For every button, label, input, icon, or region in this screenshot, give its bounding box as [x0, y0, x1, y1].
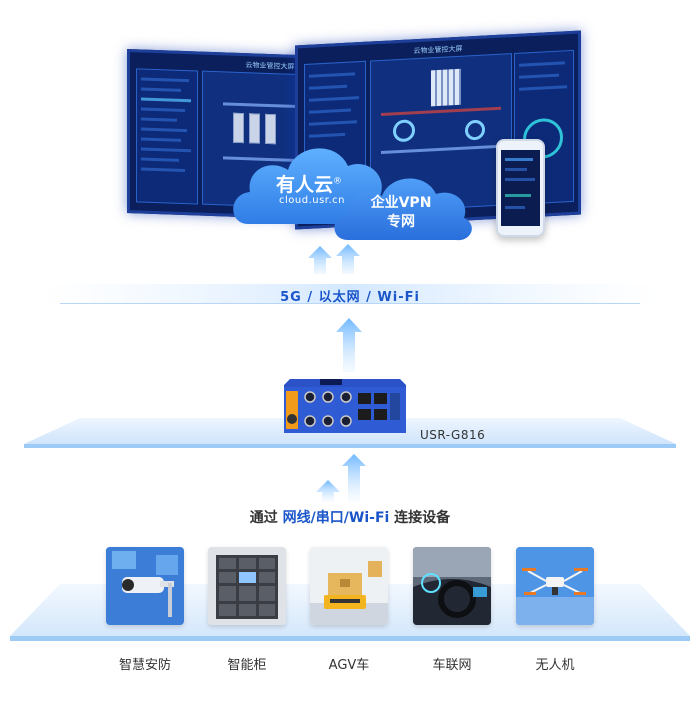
drone-icon: [516, 547, 594, 625]
router-device: [284, 379, 406, 433]
network-band: [40, 284, 660, 304]
arrow-up-icon: [308, 244, 360, 274]
device-label-drone: 无人机: [535, 658, 575, 673]
network-label: 5G / 以太网 / Wi-Fi: [280, 290, 420, 305]
brand-name: 有人云: [275, 174, 333, 196]
cloud-domain: cloud.usr.cn: [278, 195, 345, 206]
router-model-label: USR-G816: [420, 428, 486, 442]
device-tile-agv: [310, 547, 388, 625]
registered-mark: ®: [333, 176, 342, 187]
vpn-label-line2: 专网: [387, 214, 415, 230]
vpn-label-line1: 企业VPN: [370, 195, 432, 211]
device-tile-security: [106, 547, 184, 625]
smart-locker-icon: [208, 547, 286, 625]
dashboard-sidebar: [136, 68, 198, 205]
connect-methods: 网线/串口/Wi-Fi: [282, 510, 390, 526]
smartphone: [496, 139, 545, 237]
device-label-agv: AGV车: [328, 658, 370, 673]
device-label-locker: 智能柜: [227, 658, 267, 673]
agv-robot-icon: [310, 547, 388, 625]
arrow-up-icon: [316, 454, 366, 502]
connection-caption: 通过 网线/串口/Wi-Fi 连接设备: [0, 507, 700, 527]
cloud-brand: 有人云®: [266, 170, 352, 197]
arrow-up-icon: [336, 318, 362, 372]
device-tile-car: [413, 547, 491, 625]
vpn-cloud-icon: [334, 178, 472, 241]
phone-screen: [501, 150, 540, 226]
car-dashboard-icon: [413, 547, 491, 625]
device-tile-drone: [516, 547, 594, 625]
connect-prefix: 通过: [249, 510, 283, 526]
security-camera-icon: [106, 547, 184, 625]
device-label-security: 智慧安防: [118, 658, 171, 673]
connect-suffix: 连接设备: [389, 510, 451, 526]
device-label-car: 车联网: [432, 658, 472, 673]
device-tile-locker: [208, 547, 286, 625]
